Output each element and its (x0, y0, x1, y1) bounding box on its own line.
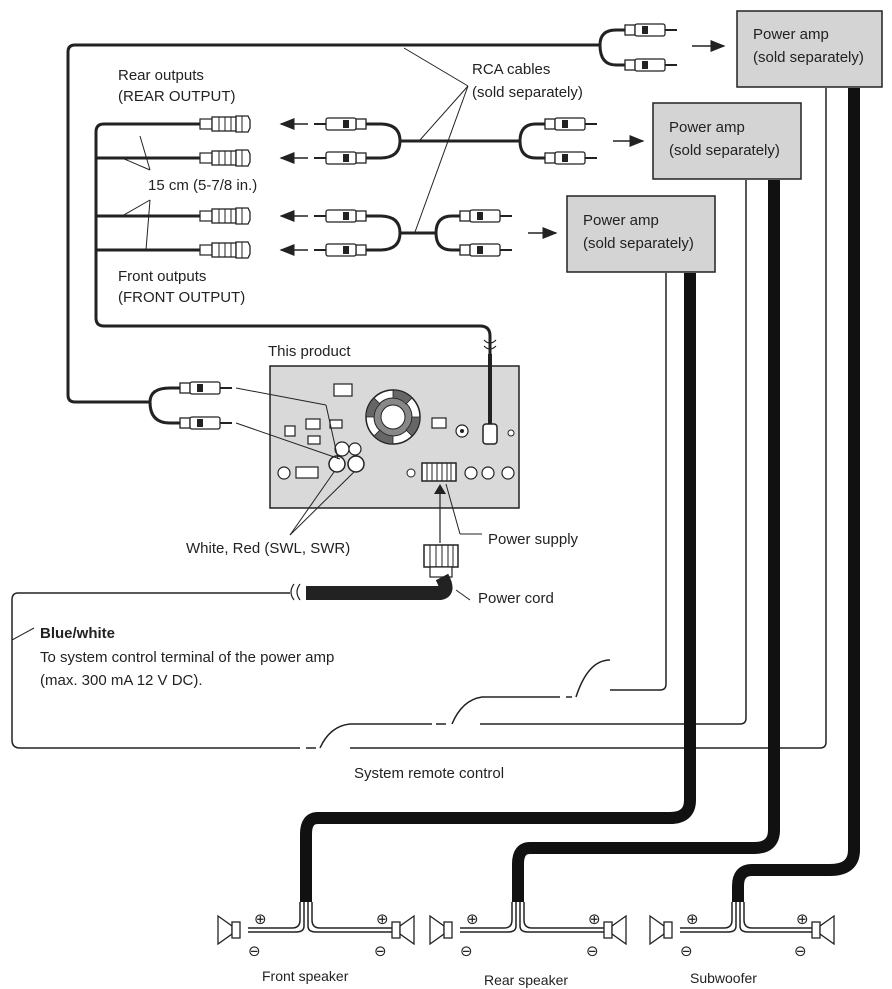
power-connector (290, 483, 482, 601)
product-label: This product (268, 343, 351, 360)
plus-symbol: ⊕ (376, 910, 389, 928)
plus-symbol: ⊕ (588, 910, 601, 928)
speaker-cables (300, 88, 860, 902)
blue-white-desc2: (max. 300 mA 12 V DC). (40, 672, 203, 689)
power-amp-box: Power amp (sold separately) (652, 102, 802, 180)
rca-jack-rear (199, 115, 251, 133)
bundle-to-product (483, 339, 497, 424)
blue-white-desc: To system control terminal of the power … (40, 649, 334, 666)
rca-plug (459, 209, 513, 223)
blue-white-leader (11, 627, 35, 641)
rca-jack-rear (199, 149, 251, 167)
svg-text:(sold separately): (sold separately) (669, 142, 780, 159)
swl-swr-label: White, Red (SWL, SWR) (186, 540, 350, 557)
svg-text:(sold separately): (sold separately) (583, 235, 694, 252)
speaker-icon (649, 915, 673, 945)
rca-plug (544, 117, 598, 131)
speaker-icon (391, 915, 415, 945)
front-speaker-label: Front speaker (262, 968, 349, 984)
length-leader-lines (121, 135, 151, 251)
cable-length-label: 15 cm (5-7/8 in.) (148, 177, 257, 194)
power-amp-box: Power amp (sold separately) (566, 195, 716, 273)
blue-white-label: Blue/white (40, 625, 115, 642)
rca-leader-lines (403, 47, 469, 233)
product-back-panel (269, 365, 520, 509)
rca-plug (313, 243, 367, 257)
rear-speaker-label: Rear speaker (484, 972, 568, 988)
rca-plug (624, 23, 678, 37)
plus-symbol: ⊕ (254, 910, 267, 928)
speaker-icon (429, 915, 453, 945)
power-supply-label: Power supply (488, 531, 579, 548)
jack-arrows (279, 118, 308, 256)
rca-plug (179, 416, 233, 430)
rca-plug (624, 58, 678, 72)
power-cord-label: Power cord (478, 590, 554, 607)
blue-white-wire (11, 88, 827, 749)
rca-jack-front (199, 207, 251, 225)
rca-label-sub: (sold separately) (472, 84, 583, 101)
rca-label: RCA cables (472, 61, 550, 78)
front-outputs-label: Front outputs (118, 268, 206, 285)
rear-outputs-label: Rear outputs (118, 67, 204, 84)
rca-plug (313, 209, 367, 223)
rear-outputs-sub: (REAR OUTPUT) (118, 88, 236, 105)
speaker-split-wires (248, 902, 812, 933)
speaker-icon (603, 915, 627, 945)
minus-symbol: ⊖ (680, 942, 693, 960)
rca-jack-front (199, 241, 251, 259)
rca-y-cables (366, 122, 545, 252)
minus-symbol: ⊖ (460, 942, 473, 960)
swl-swr-leaders (235, 387, 355, 536)
power-amp-box: Power amp (sold separately) (736, 10, 883, 88)
rca-plug (544, 151, 598, 165)
minus-symbol: ⊖ (374, 942, 387, 960)
rca-plug (459, 243, 513, 257)
system-remote-label: System remote control (354, 765, 504, 782)
minus-symbol: ⊖ (586, 942, 599, 960)
minus-symbol: ⊖ (794, 942, 807, 960)
speaker-icon (811, 915, 835, 945)
subwoofer-label: Subwoofer (690, 970, 757, 986)
svg-text:Power amp: Power amp (583, 212, 659, 229)
plus-symbol: ⊕ (796, 910, 809, 928)
minus-symbol: ⊖ (248, 942, 261, 960)
svg-text:Power amp: Power amp (753, 26, 829, 43)
front-outputs-sub: (FRONT OUTPUT) (118, 289, 245, 306)
plus-symbol: ⊕ (686, 910, 699, 928)
svg-text:(sold separately): (sold separately) (753, 49, 864, 66)
plus-symbol: ⊕ (466, 910, 479, 928)
speaker-icon (217, 915, 241, 945)
rear-front-output-bundle (94, 122, 492, 360)
rca-plug (313, 151, 367, 165)
svg-text:Power amp: Power amp (669, 119, 745, 136)
rca-plug (179, 381, 233, 395)
rca-plug (313, 117, 367, 131)
top-rca-cable (66, 28, 625, 425)
